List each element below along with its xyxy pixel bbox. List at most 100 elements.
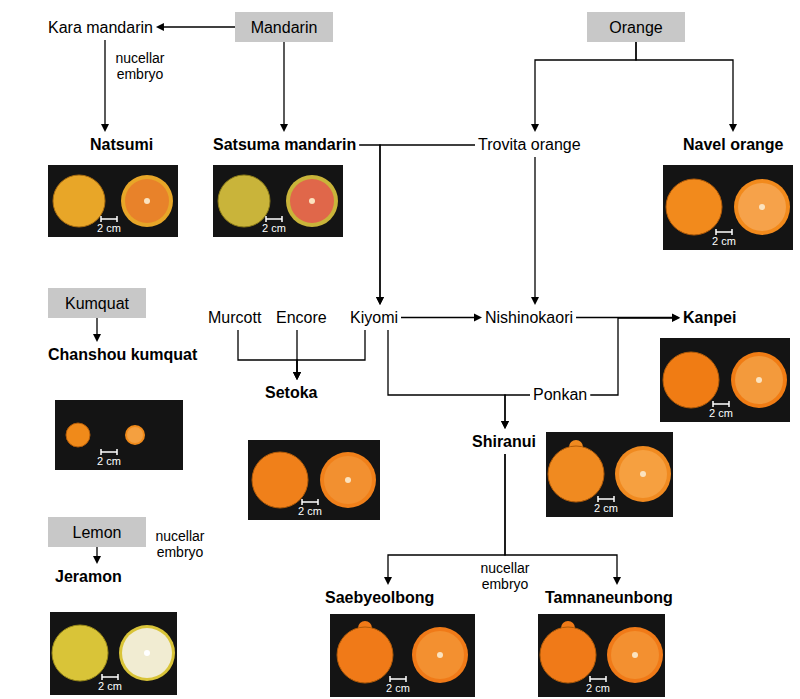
- cultivar-name: Encore: [276, 308, 327, 327]
- scale-label: 2 cm: [98, 680, 122, 693]
- cultivar-name: Ponkan: [533, 385, 587, 404]
- node-text: Navel orange: [683, 135, 783, 154]
- lineage-arrow: [293, 330, 301, 380]
- arrow-head: [101, 124, 109, 132]
- arrow-head: [531, 297, 539, 305]
- fruit-photo: [213, 165, 343, 237]
- scale-label: 2 cm: [586, 682, 610, 695]
- cultivar-name: Nishinokaori: [485, 308, 573, 327]
- node-text: Kumquat: [65, 294, 129, 313]
- connector-line: [238, 330, 297, 373]
- node-text: Mandarin: [251, 18, 318, 37]
- node-text: Encore: [276, 308, 327, 327]
- cultivar-name: Shiranui: [472, 432, 536, 451]
- edge-label: nucellar embryo: [150, 528, 210, 560]
- connector-line: [163, 26, 235, 27]
- cultivar-name: Trovita orange: [478, 135, 581, 154]
- node-text: Shiranui: [472, 432, 536, 451]
- node-text: Orange: [609, 18, 662, 37]
- node-text: Lemon: [73, 523, 122, 542]
- connector-line: [590, 318, 673, 395]
- arrow-head: [293, 372, 301, 380]
- arrow-head: [376, 297, 384, 305]
- species-box: Kumquat: [48, 288, 146, 318]
- cultivar-name: Chanshou kumquat: [48, 345, 197, 364]
- arrow-head: [474, 314, 482, 322]
- cultivar-name: Kara mandarin: [48, 18, 153, 37]
- connector-line: [636, 42, 733, 125]
- connector-line: [534, 157, 535, 298]
- cultivar-name: Natsumi: [90, 135, 153, 154]
- lineage-arrow: [401, 314, 482, 322]
- fruit-photo: [660, 338, 790, 422]
- connector-line: [359, 145, 380, 298]
- species-box: Orange: [587, 12, 685, 42]
- cultivar-name: Navel orange: [683, 135, 783, 154]
- cultivar-name: Tamnaneunbong: [545, 588, 673, 607]
- node-text: Tamnaneunbong: [545, 588, 673, 607]
- arrow-head: [672, 314, 680, 322]
- arrow-head: [613, 577, 621, 585]
- connector-line: [96, 318, 97, 335]
- lineage-arrow: [531, 42, 636, 132]
- species-box: Mandarin: [235, 12, 333, 42]
- node-text: Ponkan: [533, 385, 587, 404]
- scale-label: 2 cm: [712, 235, 736, 248]
- fruit-photo: [50, 612, 177, 695]
- arrow-head: [280, 124, 288, 132]
- lineage-arrow: [93, 318, 101, 342]
- connector-line: [535, 42, 636, 125]
- scale-label: 2 cm: [262, 222, 286, 235]
- scale-label: 2 cm: [97, 455, 121, 468]
- connector-line: [283, 42, 284, 125]
- connector-line: [104, 40, 105, 125]
- node-text: Murcott: [208, 308, 261, 327]
- fruit-photo: [248, 440, 380, 520]
- lineage-arrow: [93, 547, 101, 564]
- connector-line: [401, 317, 475, 318]
- fruit-photo: [663, 165, 793, 250]
- fruit-photo: [546, 432, 673, 517]
- scale-label: 2 cm: [386, 682, 410, 695]
- cultivar-name: Saebyeolbong: [325, 588, 434, 607]
- connector-line: [380, 145, 475, 298]
- lineage-arrow: [376, 145, 475, 305]
- arrow-head: [376, 297, 384, 305]
- cultivar-name: Murcott: [208, 308, 261, 327]
- fruit-photo: [48, 165, 178, 237]
- arrow-head: [156, 23, 164, 31]
- lineage-arrow: [238, 330, 301, 380]
- node-text: Chanshou kumquat: [48, 345, 197, 364]
- arrow-head: [501, 421, 509, 429]
- arrow-head: [293, 372, 301, 380]
- node-text: Natsumi: [90, 135, 153, 154]
- connector-line: [96, 547, 97, 557]
- scale-label: 2 cm: [709, 407, 733, 420]
- fruit-photo: [538, 614, 665, 697]
- cultivar-name: Jeramon: [55, 567, 122, 586]
- lineage-arrow: [531, 157, 539, 305]
- node-text: Trovita orange: [478, 135, 581, 154]
- arrow-head: [293, 372, 301, 380]
- connector-line: [297, 330, 365, 373]
- node-text: Kara mandarin: [48, 18, 153, 37]
- arrow-head: [729, 124, 737, 132]
- node-text: Jeramon: [55, 567, 122, 586]
- arrow-head: [93, 556, 101, 564]
- lineage-arrow: [590, 314, 680, 395]
- cultivar-name: Kanpei: [683, 308, 736, 327]
- node-text: Satsuma mandarin: [213, 135, 356, 154]
- cultivar-name: Satsuma mandarin: [213, 135, 356, 154]
- fruit-photo: [330, 614, 475, 697]
- lineage-arrow: [156, 23, 235, 31]
- edge-label: nucellar embryo: [468, 560, 542, 592]
- lineage-arrow: [501, 395, 530, 429]
- node-text: Saebyeolbong: [325, 588, 434, 607]
- scale-label: 2 cm: [97, 222, 121, 235]
- scale-label: 2 cm: [594, 502, 618, 515]
- edge-label: nucellar embryo: [110, 50, 170, 82]
- node-text: Kanpei: [683, 308, 736, 327]
- lineage-arrow: [293, 330, 365, 380]
- lineage-arrow: [388, 330, 509, 429]
